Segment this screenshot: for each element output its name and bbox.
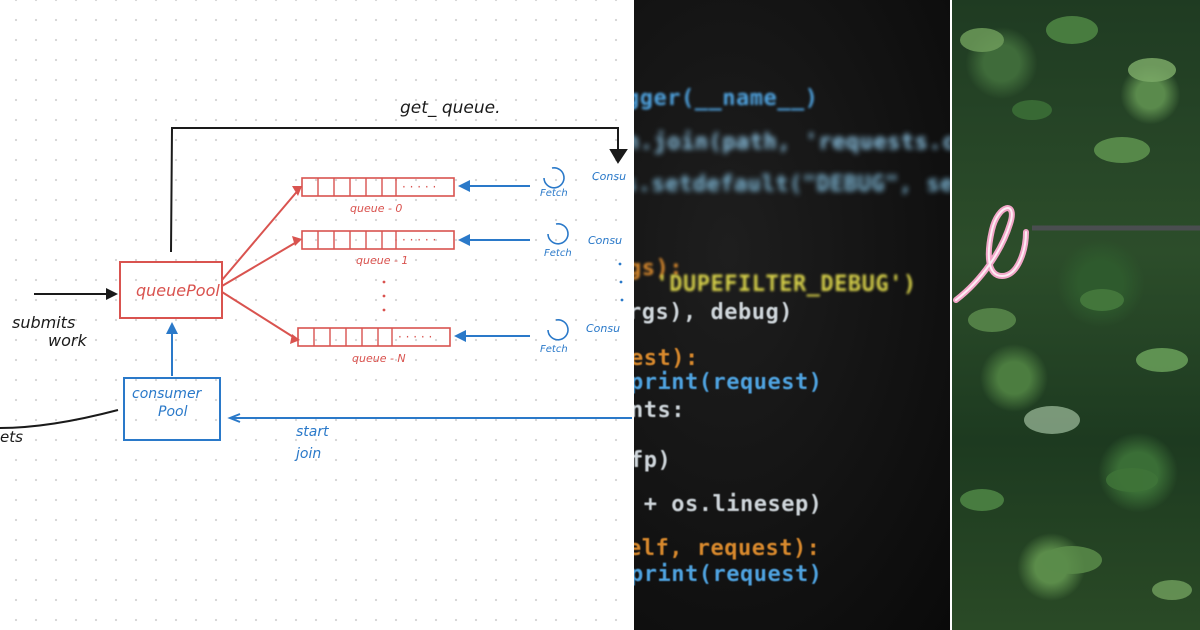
consumer-pool-label-2: Pool bbox=[158, 404, 188, 420]
consumer-pool-label-1: consumer bbox=[132, 386, 203, 402]
leaf-clusters bbox=[960, 16, 1192, 600]
code-line: nts: bbox=[634, 398, 685, 423]
join-label: join bbox=[294, 446, 321, 462]
queue-pool-label: queuePool bbox=[136, 281, 220, 300]
queue-pool-box bbox=[119, 261, 223, 319]
queue-0-buffer: · · · · · bbox=[301, 177, 455, 197]
code-line: print(request) bbox=[634, 562, 823, 587]
consumer-ellipsis bbox=[618, 262, 624, 302]
fetch-n-label: Fetch bbox=[540, 344, 568, 355]
consumer-0-label: Consu bbox=[592, 170, 626, 183]
left-cut-label: ets bbox=[0, 428, 23, 446]
submit-work-arrow bbox=[34, 288, 118, 300]
foliage-photo bbox=[952, 0, 1200, 630]
fetch-arrows bbox=[458, 185, 530, 337]
svg-text:· · · · ·: · · · · · bbox=[398, 330, 432, 344]
fetch-loop-icons bbox=[543, 167, 569, 341]
panel-divider-left bbox=[632, 0, 634, 630]
queue-ellipsis bbox=[382, 280, 386, 312]
panel-divider-right bbox=[950, 0, 952, 630]
queue-n-buffer: · · · · · bbox=[297, 327, 451, 347]
architecture-sketch: get_ queue. submits work queuePool · · ·… bbox=[0, 0, 634, 630]
queue-1-label: queue - 1 bbox=[356, 254, 408, 267]
code-line: + os.linesep) bbox=[634, 492, 823, 517]
code-line: s.setdefault("DEBUG", self.debug) bbox=[634, 172, 950, 197]
neon-sign bbox=[953, 205, 1029, 303]
get-queue-arrow bbox=[170, 127, 628, 253]
consumer-pool-box bbox=[123, 377, 221, 441]
queue-0-label: queue - 0 bbox=[350, 202, 402, 215]
code-line: est): bbox=[634, 346, 699, 371]
queue-fanout-arrows bbox=[221, 187, 301, 341]
code-line: gs): bbox=[634, 256, 683, 281]
queue-1-buffer: · · · · · bbox=[301, 230, 455, 250]
sketch-drawing: get_ queue. submits work queuePool · · ·… bbox=[0, 98, 634, 462]
neon-sign-core bbox=[955, 207, 1027, 301]
consumer-1-label: Consu bbox=[588, 234, 622, 247]
foliage-drawing bbox=[953, 16, 1200, 600]
consumer-n-label: Consu bbox=[586, 322, 620, 335]
code-line: print(request) bbox=[634, 370, 823, 395]
start-join-line bbox=[227, 413, 634, 423]
code-line: elf, request): bbox=[634, 536, 821, 561]
submits-label: submits bbox=[12, 313, 75, 332]
code-line: fp) bbox=[634, 448, 672, 473]
svg-text:· · · · ·: · · · · · bbox=[402, 180, 436, 194]
queue-fanout-arrowheads bbox=[290, 186, 302, 344]
code-line: rgs), debug) bbox=[634, 300, 793, 325]
consumer-to-pool-arrow bbox=[166, 322, 178, 376]
fetch-1-label: Fetch bbox=[544, 248, 572, 259]
svg-text:· · · · ·: · · · · · bbox=[402, 233, 436, 247]
code-line: h.join(path, 'requests.conf'), bbox=[634, 130, 950, 155]
queue-n-label: queue - N bbox=[352, 352, 406, 365]
code-line: 'DUPEFILTER_DEBUG') bbox=[634, 272, 917, 297]
work-label: work bbox=[48, 331, 87, 350]
fetch-0-label: Fetch bbox=[540, 188, 568, 199]
code-screen-photo: gger(__name__) h.join(path, 'requests.co… bbox=[634, 0, 950, 630]
start-label: start bbox=[296, 424, 329, 440]
left-curve bbox=[0, 409, 119, 429]
fetch-arrowheads bbox=[454, 180, 470, 342]
code-line: gger(__name__) bbox=[634, 86, 819, 111]
get-queue-label: get_ queue. bbox=[400, 98, 500, 118]
